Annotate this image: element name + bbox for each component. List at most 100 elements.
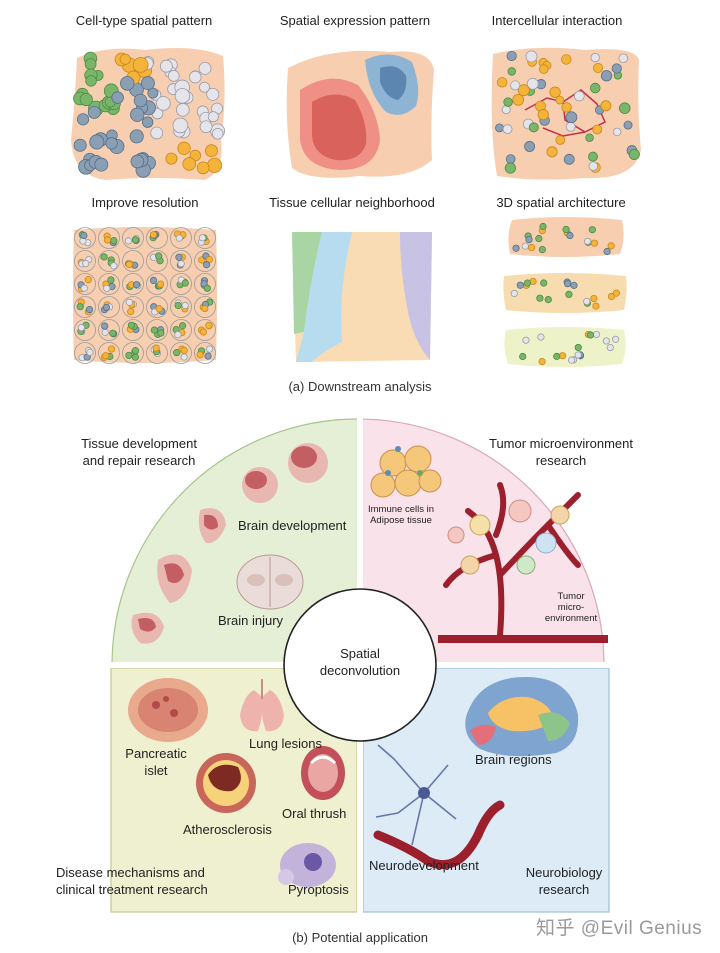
label-brain-development: Brain development: [238, 518, 347, 533]
cell-green: [544, 296, 552, 304]
cell-blue: [147, 87, 159, 99]
cell-yellow: [207, 157, 223, 173]
label-adipose: Immune cells in Adipose tissue: [368, 504, 434, 526]
brain-injury-icon: [236, 554, 304, 610]
cell-green: [203, 284, 211, 292]
cell-blue: [204, 352, 212, 360]
spot: [122, 319, 144, 341]
cell-green: [628, 148, 640, 160]
cell-green: [110, 237, 118, 245]
resolution-illustration: [70, 222, 220, 367]
spot: [122, 250, 144, 272]
cell-grey: [565, 121, 576, 132]
cell-green: [565, 290, 573, 298]
cell-grey: [86, 348, 94, 356]
cell-grey: [592, 330, 601, 339]
label-pyroptosis: Pyroptosis: [288, 882, 349, 897]
cell-blue: [87, 105, 101, 119]
label-pancreatic-islet: Pancreatic islet: [125, 746, 187, 778]
cell-grey: [206, 345, 214, 353]
cell-grey: [167, 69, 180, 82]
cell-yellow: [152, 344, 160, 352]
center-circle: [283, 588, 437, 742]
cell-green: [574, 343, 582, 352]
quadrant-title-tissue: Tissue development and repair research: [81, 436, 197, 468]
cell-blue: [85, 305, 94, 314]
spot: [74, 319, 96, 341]
cell-yellow: [546, 146, 558, 158]
cell-yellow: [592, 124, 603, 135]
cell-grey: [588, 161, 599, 171]
cell-green: [535, 234, 543, 243]
cell-yellow: [196, 161, 210, 175]
cell-yellow: [538, 64, 549, 74]
cell-yellow: [201, 304, 209, 313]
cell-yellow: [592, 302, 600, 310]
cell-blue: [570, 281, 578, 289]
neighborhood-illustration: [282, 222, 442, 367]
spot: [98, 342, 120, 364]
cell-yellow: [590, 239, 599, 247]
cell-blue: [102, 303, 111, 312]
cell-blue: [495, 123, 504, 133]
cell-green: [588, 226, 596, 234]
3d-architecture-illustration: [500, 214, 630, 374]
adipose-tissue-icon: [370, 445, 442, 498]
cell-yellow: [199, 328, 208, 336]
cell-blue: [565, 111, 578, 124]
cell-green: [586, 331, 595, 339]
cell-yellow: [155, 305, 163, 313]
cell-blue: [611, 63, 622, 74]
cell-green: [173, 349, 181, 357]
cell-blue: [623, 120, 633, 130]
cell-green: [76, 303, 84, 311]
panel-title-interaction: Intercellular interaction: [491, 13, 623, 28]
cell-green: [84, 58, 97, 70]
cell-grey: [110, 262, 118, 270]
watermark: 知乎 @Evil Genius: [536, 918, 703, 939]
cell-yellow: [527, 243, 536, 252]
cell-grey: [606, 343, 614, 352]
cell-yellow: [205, 321, 213, 330]
label-neurodevelopment: Neurodevelopment: [369, 858, 479, 873]
neurodevelopment-vessel-icon: [373, 800, 505, 870]
cell-grey: [590, 52, 600, 63]
cell-yellow: [538, 357, 546, 366]
cell-blue: [603, 247, 611, 256]
cell-blue: [202, 261, 211, 269]
cell-yellow: [512, 93, 525, 106]
cell-green: [157, 329, 165, 337]
cell-grey: [573, 90, 585, 102]
label-brain-injury: Brain injury: [218, 613, 284, 628]
quadrant-title-tumor: Tumor microenvironment research: [488, 436, 634, 468]
brain-development-icon: [131, 443, 328, 644]
cell-green: [523, 279, 532, 287]
neuron-icon: [375, 744, 457, 846]
cell-blue: [141, 116, 154, 128]
cell-yellow: [549, 86, 561, 98]
cell-grey: [510, 80, 521, 91]
cell-blue: [94, 157, 109, 172]
cell-grey: [103, 284, 111, 292]
cell-blue: [133, 93, 148, 108]
spot: [122, 342, 144, 364]
oral-thrush-icon: [301, 746, 345, 800]
caption-application: (b) Potential application: [292, 930, 428, 945]
spot: [74, 227, 96, 249]
tumor-vessel-icon: [438, 482, 608, 643]
cell-grey: [537, 333, 545, 341]
cell-grey: [583, 297, 591, 306]
cell-grey: [522, 336, 530, 344]
spot: [146, 227, 168, 249]
cell-grey: [176, 103, 190, 117]
cell-grey: [510, 289, 518, 298]
cell-grey: [125, 298, 134, 306]
cell-grey: [177, 260, 185, 268]
spot: [74, 296, 96, 318]
cell-green: [155, 252, 163, 260]
spot: [170, 273, 192, 295]
atherosclerosis-icon: [196, 753, 256, 813]
cell-yellow: [205, 144, 218, 158]
cell-grey: [159, 59, 173, 73]
cell-blue: [566, 231, 574, 240]
